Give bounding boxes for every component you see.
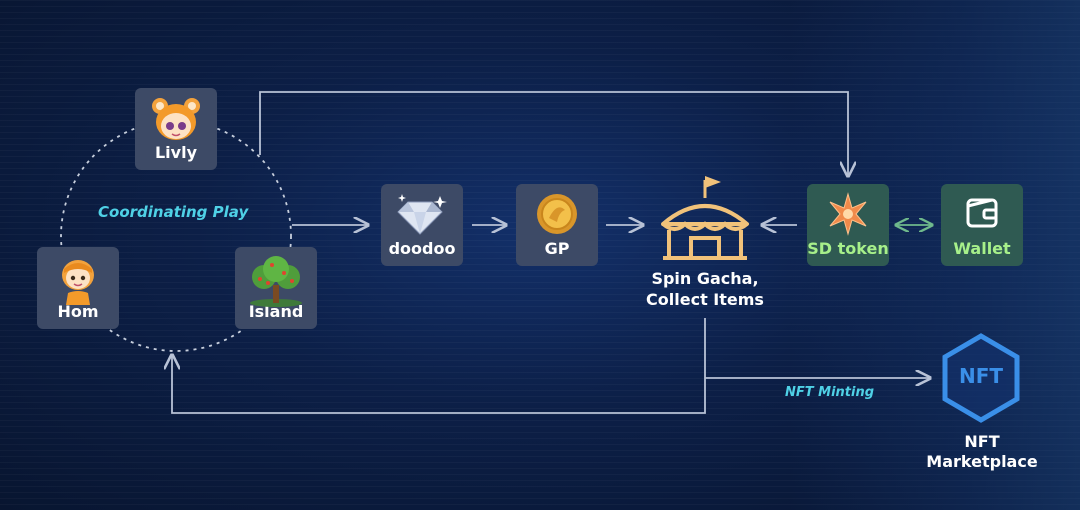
gacha-label: Spin Gacha, Collect Items [625,268,785,310]
sd-star-icon [807,192,889,236]
wallet-icon [941,192,1023,232]
nft-badge-label: NFT [958,364,1004,388]
nft-marketplace-line1: NFT [964,432,1000,451]
island-tree-icon [235,255,317,307]
nft-marketplace-line2: Marketplace [926,452,1038,471]
diamond-icon [381,192,463,236]
sd-token-card[interactable]: SD token [807,184,889,266]
nft-minting-label: NFT Minting [785,385,875,400]
wallet-card[interactable]: Wallet [941,184,1023,266]
gp-label: GP [544,239,570,258]
doodoo-label: doodoo [388,239,456,258]
island-label: Island [248,302,304,321]
island-card[interactable]: Island [235,247,317,329]
gp-card[interactable]: GP [516,184,598,266]
arrow-gacha-to-play [172,318,706,414]
sd-token-label: SD token [807,239,889,258]
livly-label: Livly [154,143,198,162]
gacha-label-line1: Spin Gacha, [651,269,759,288]
livly-card[interactable]: Livly [135,88,217,170]
hom-character-icon [37,255,119,305]
gold-coin-icon [516,192,598,236]
coordinating-play-label: Coordinating Play [98,203,249,221]
livly-character-icon [135,96,217,144]
wallet-label: Wallet [953,239,1011,258]
coordinating-play-loop [60,120,292,352]
hom-card[interactable]: Hom [37,247,119,329]
hom-label: Hom [57,302,99,321]
doodoo-card[interactable]: doodoo [381,184,463,266]
gacha-tent-icon [661,176,749,260]
gacha-label-line2: Collect Items [646,290,764,309]
arrow-livly-to-sdtoken [259,91,848,176]
nft-marketplace-label: NFT Marketplace [910,432,1054,472]
nft-hexagon-icon [942,333,1020,423]
